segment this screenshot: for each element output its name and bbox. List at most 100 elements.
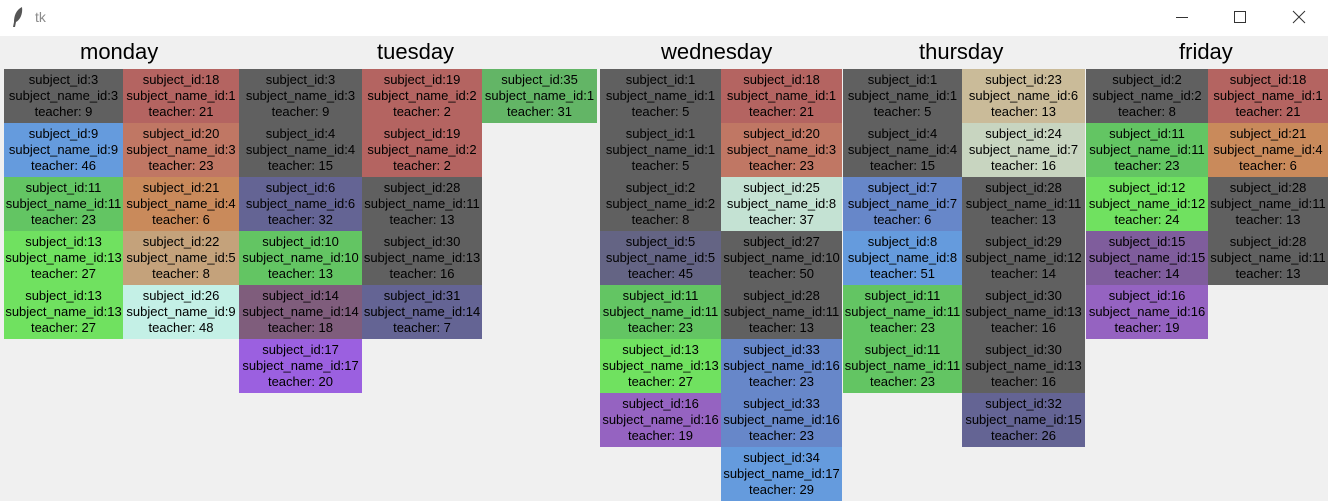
cell-subject-id: subject_id:16 xyxy=(622,396,699,411)
cell-subject-name-id: subject_name_id:16 xyxy=(602,412,719,427)
cell-subject-name-id: subject_name_id:13 xyxy=(363,250,481,265)
cell-subject-id: subject_id:28 xyxy=(743,288,820,303)
cell-subject-id: subject_id:2 xyxy=(1112,72,1182,87)
cell-subject-name-id: subject_name_id:13 xyxy=(965,358,1082,373)
minimize-icon xyxy=(1176,17,1188,18)
cell-teacher: teacher: 5 xyxy=(631,104,690,119)
cell-subject-id: subject_id:30 xyxy=(985,342,1062,357)
cell-subject-id: subject_id:8 xyxy=(867,234,938,249)
cell-subject-name-id: subject_name_id:13 xyxy=(5,250,122,265)
cell-subject-id: subject_id:4 xyxy=(265,126,336,141)
cell-subject-name-id: subject_name_id:16 xyxy=(1088,304,1206,319)
cell-teacher: teacher: 26 xyxy=(990,428,1057,443)
cell-teacher: teacher: 48 xyxy=(148,320,214,335)
cell-subject-id: subject_id:19 xyxy=(383,72,461,87)
cell-teacher: teacher: 15 xyxy=(869,158,936,173)
cell-teacher: teacher: 7 xyxy=(393,320,451,335)
cell-subject-id: subject_id:3 xyxy=(265,72,336,87)
cell-teacher: teacher: 2 xyxy=(393,158,451,173)
cell-subject-id: subject_id:15 xyxy=(1108,234,1186,249)
cell-teacher: teacher: 2 xyxy=(393,104,451,119)
cell-teacher: teacher: 23 xyxy=(627,320,694,335)
cell-teacher: teacher: 50 xyxy=(748,266,815,281)
cell-teacher: teacher: 15 xyxy=(267,158,334,173)
close-button[interactable] xyxy=(1269,0,1327,36)
cell-teacher: teacher: 5 xyxy=(873,104,932,119)
cell-subject-id: subject_id:21 xyxy=(142,180,220,195)
cell-teacher: teacher: 23 xyxy=(869,320,936,335)
cell-subject-id: subject_id:28 xyxy=(383,180,461,195)
cell-subject-name-id: subject_name_id:17 xyxy=(242,358,359,373)
cell-teacher: teacher: 8 xyxy=(1118,104,1176,119)
cell-teacher: teacher: 6 xyxy=(152,212,210,227)
day-header-thursday: thursday xyxy=(919,39,1004,64)
cell-subject-id: subject_id:13 xyxy=(25,234,102,249)
cell-subject-name-id: subject_name_id:12 xyxy=(1088,196,1206,211)
cell-subject-id: subject_id:11 xyxy=(25,180,102,195)
cell-subject-name-id: subject_name_id:7 xyxy=(968,142,1079,157)
cell-subject-id: subject_id:23 xyxy=(985,72,1062,87)
cell-subject-id: subject_id:12 xyxy=(1108,180,1186,195)
cell-teacher: teacher: 13 xyxy=(1235,266,1301,281)
cell-subject-id: subject_id:4 xyxy=(867,126,938,141)
cell-subject-name-id: subject_name_id:11 xyxy=(844,304,961,319)
cell-subject-name-id: subject_name_id:4 xyxy=(245,142,356,157)
cell-teacher: teacher: 31 xyxy=(506,104,573,119)
cell-subject-id: subject_id:20 xyxy=(142,126,220,141)
cell-subject-name-id: subject_name_id:10 xyxy=(242,250,359,265)
cell-subject-id: subject_id:27 xyxy=(743,234,820,249)
cell-subject-name-id: subject_name_id:8 xyxy=(847,250,958,265)
cell-subject-id: subject_id:21 xyxy=(1229,126,1307,141)
day-header-tuesday: tuesday xyxy=(377,39,455,64)
cell-subject-name-id: subject_name_id:10 xyxy=(723,250,840,265)
cell-teacher: teacher: 23 xyxy=(869,374,936,389)
cell-subject-id: subject_id:1 xyxy=(867,72,938,87)
cell-subject-id: subject_id:7 xyxy=(867,180,938,195)
cell-teacher: teacher: 9 xyxy=(34,104,93,119)
cell-subject-name-id: subject_name_id:1 xyxy=(726,88,837,103)
cell-teacher: teacher: 13 xyxy=(1235,212,1301,227)
cell-subject-name-id: subject_name_id:2 xyxy=(605,196,716,211)
cell-teacher: teacher: 13 xyxy=(748,320,815,335)
cell-subject-id: subject_id:18 xyxy=(1229,72,1307,87)
cell-subject-name-id: subject_name_id:4 xyxy=(126,196,236,211)
cell-subject-id: subject_id:9 xyxy=(28,126,99,141)
cell-teacher: teacher: 9 xyxy=(271,104,330,119)
cell-subject-name-id: subject_name_id:17 xyxy=(723,466,840,481)
cell-subject-id: subject_id:13 xyxy=(25,288,102,303)
minimize-button[interactable] xyxy=(1153,0,1211,36)
cell-teacher: teacher: 6 xyxy=(1239,158,1297,173)
cell-subject-id: subject_id:11 xyxy=(1109,126,1185,141)
cell-teacher: teacher: 29 xyxy=(748,482,815,497)
cell-subject-name-id: subject_name_id:11 xyxy=(965,196,1082,211)
cell-subject-id: subject_id:22 xyxy=(142,234,220,249)
cell-subject-name-id: subject_name_id:5 xyxy=(126,250,236,265)
maximize-button[interactable] xyxy=(1211,0,1269,36)
feather-icon xyxy=(13,7,23,27)
cell-subject-name-id: subject_name_id:16 xyxy=(723,358,840,373)
day-header-monday: monday xyxy=(80,39,159,64)
cell-subject-name-id: subject_name_id:11 xyxy=(5,196,122,211)
